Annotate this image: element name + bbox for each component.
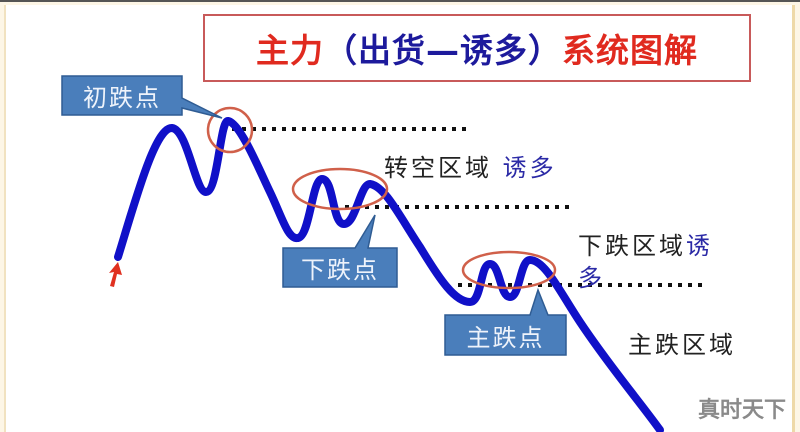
title-part-main-force: 主力 bbox=[256, 31, 324, 70]
title-part-system-diagram: 系统图解 bbox=[562, 31, 698, 70]
zone-main-drop-text: 主跌区域 bbox=[628, 331, 736, 359]
callout-main-drop-shape bbox=[444, 287, 567, 356]
highlight-ellipse-main-top bbox=[461, 250, 557, 290]
callout-main-drop: 主跌点 bbox=[466, 323, 545, 352]
title-part-distribution-lure: （出货—诱多） bbox=[324, 31, 562, 70]
zone-short-text: 转空区域 bbox=[384, 154, 492, 182]
zone-short-lure: 诱多 bbox=[502, 154, 557, 182]
zone-decline-lure-1: 诱 bbox=[686, 232, 713, 260]
callout-decline-point: 下跌点 bbox=[301, 256, 379, 284]
highlight-ellipse-initial-peak bbox=[206, 106, 254, 154]
watermark: 真时天下 bbox=[697, 398, 786, 423]
zone-decline-lure-wrap: 多 bbox=[578, 258, 605, 293]
title-banner: 主力 （出货—诱多） 系统图解 bbox=[203, 14, 751, 82]
zone-main-drop-label: 主跌区域 bbox=[628, 325, 736, 360]
zone-short-label: 转空区域 诱多 bbox=[384, 148, 557, 183]
price-line bbox=[114, 116, 664, 432]
callout-decline-point-shape bbox=[282, 214, 398, 288]
start-arrow-icon bbox=[109, 262, 122, 287]
highlight-ellipse-decline-top bbox=[291, 167, 389, 211]
callout-initial-drop-shape bbox=[61, 75, 223, 119]
zone-decline-label: 下跌区域诱 bbox=[578, 226, 713, 261]
zone-decline-lure-2: 多 bbox=[578, 264, 605, 292]
zone-decline-text: 下跌区域 bbox=[578, 232, 686, 260]
callout-initial-drop: 初跌点 bbox=[83, 84, 161, 112]
